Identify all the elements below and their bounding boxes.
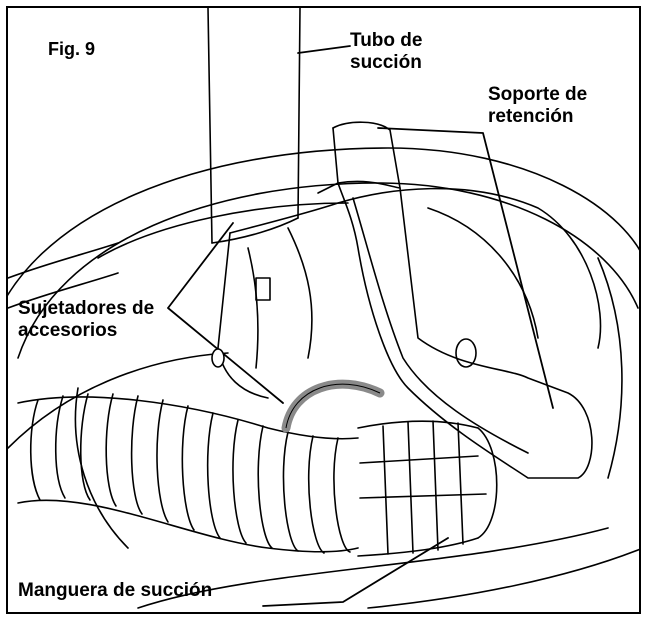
lid-slot (255, 277, 271, 301)
suction-tube-bottom (211, 217, 299, 244)
callout-retention-bracket: Soporte de retención (488, 84, 588, 127)
lid-contour-2 (247, 247, 259, 369)
figure-frame: Fig. 9 Tubo de succión Soporte de retenc… (6, 6, 641, 614)
lid-contour-3 (427, 207, 539, 339)
connector-top (357, 420, 479, 429)
holder-knob (211, 348, 225, 368)
holder-clip (281, 379, 385, 433)
callout-accessory-holders: Sujetadores de accesorios (18, 298, 155, 341)
callout-bracket-line (377, 127, 554, 409)
hose-cord (8, 352, 229, 449)
drum-rim-inner (17, 182, 639, 359)
drum-bottom (137, 527, 609, 609)
hose-bottom (17, 499, 359, 553)
lid-left-side (217, 232, 269, 399)
bracket-hole (455, 338, 477, 368)
bracket-body (337, 180, 593, 479)
drum-rim-outer (8, 147, 639, 297)
callout-holders-line (167, 222, 284, 404)
callout-hose-line (262, 537, 449, 607)
callout-tube-line (297, 45, 351, 54)
connector-bottom (357, 537, 479, 557)
vacuum-illustration (8, 8, 639, 609)
drum-body-left (74, 387, 129, 549)
suction-tube-left (207, 8, 213, 244)
hose-top (17, 396, 359, 440)
lid-contour-1 (287, 227, 313, 359)
bracket-left (317, 127, 339, 194)
figure-label: Fig. 9 (48, 39, 96, 59)
connector-front (477, 427, 498, 539)
suction-tube-right (297, 8, 301, 219)
bracket-inner (352, 197, 529, 454)
bracket-top (332, 121, 401, 189)
hose-ribs (29, 393, 351, 554)
hose-back-1 (8, 242, 119, 279)
callout-suction-hose: Manguera de succión (18, 580, 213, 601)
drum-right-curve (597, 257, 623, 479)
lid-top (229, 187, 602, 349)
callout-suction-tube: Tubo de succión (350, 30, 423, 73)
hose-back-2 (8, 272, 119, 309)
drum-bottom-2 (367, 548, 639, 609)
